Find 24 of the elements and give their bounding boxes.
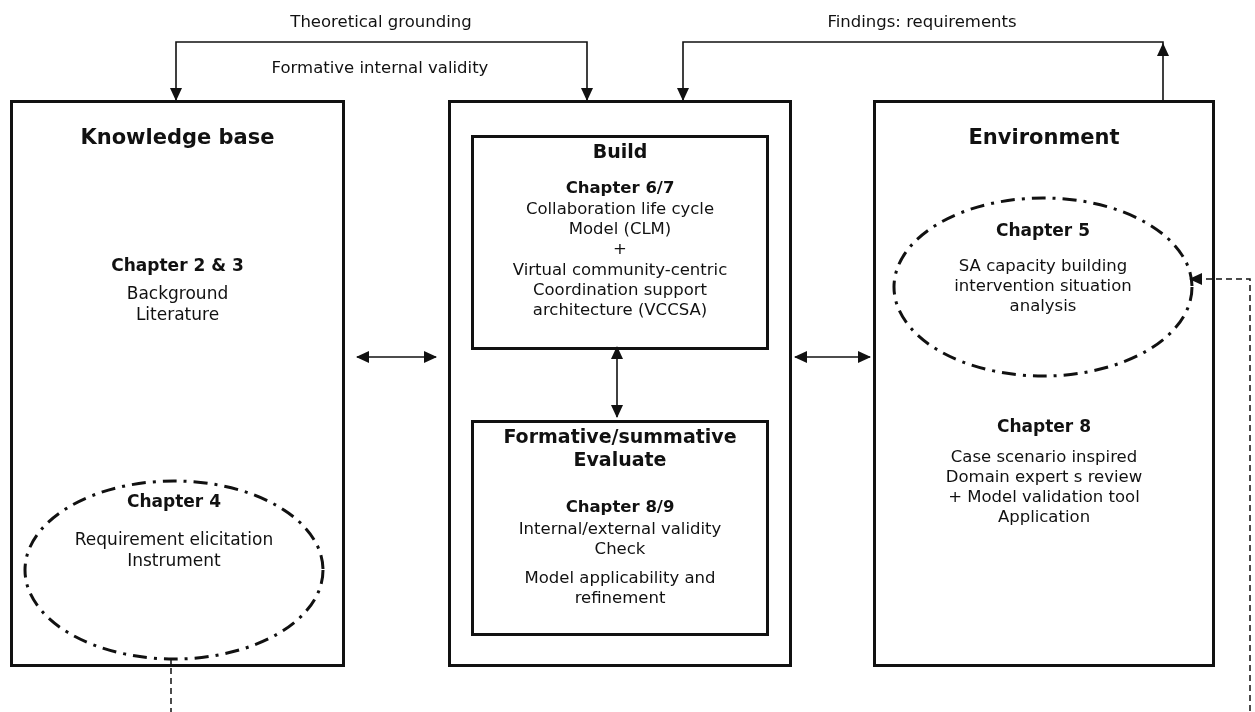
- description-text: Requirement elicitation Instrument: [73, 529, 275, 571]
- description-text: +: [612, 239, 628, 260]
- panel-box: [873, 100, 1215, 667]
- process-box: [471, 420, 769, 636]
- description-text: Case scenario inspired Domain expert s review + Model validation tool Application: [944, 447, 1144, 528]
- panel-box: [448, 100, 792, 667]
- description-text: Background Literature: [125, 283, 230, 325]
- chapter-label: Chapter 6/7: [564, 178, 676, 199]
- process-box: [471, 135, 769, 350]
- panel-heading: Environment: [967, 125, 1121, 151]
- chapter-label: Chapter 5: [995, 220, 1091, 241]
- description-text: SA capacity building intervention situation analysis: [953, 256, 1133, 317]
- panel-heading: Formative/summative Evaluate: [502, 425, 738, 472]
- chapter-label: Chapter 4: [126, 491, 222, 512]
- description-text: Collaboration life cycle Model (CLM): [524, 199, 716, 240]
- chapter-label: Chapter 8: [996, 416, 1092, 437]
- panel-heading: Knowledge base: [79, 125, 276, 151]
- description-text: Model applicability and refinement: [523, 568, 717, 609]
- panel-heading: Build: [591, 140, 649, 164]
- chapter-label: Chapter 2 & 3: [110, 255, 245, 276]
- description-text: Virtual community-centric Coordination support architecture (VCCSA): [511, 260, 729, 321]
- chapter-label: Chapter 8/9: [564, 497, 676, 518]
- panel-box: [10, 100, 345, 667]
- description-text: Internal/external validity Check: [517, 519, 723, 560]
